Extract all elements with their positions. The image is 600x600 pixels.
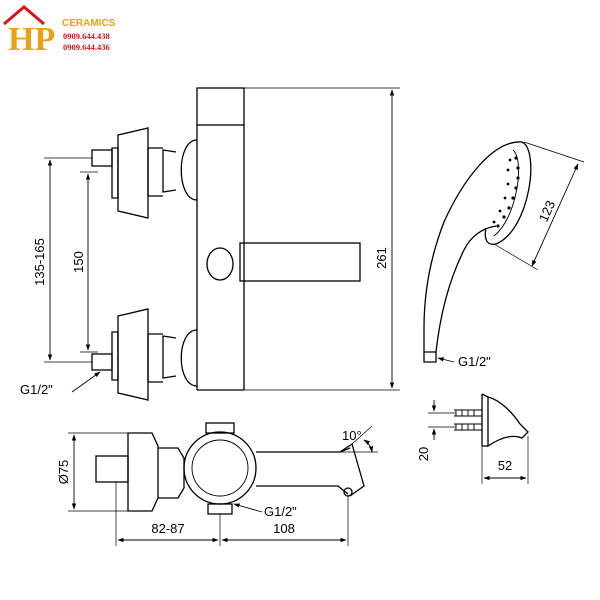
dim-label-261: 261: [374, 247, 389, 269]
dim-holder-depth: 52: [481, 436, 529, 484]
faucet-top-view: [95, 422, 365, 515]
main-column: [196, 125, 245, 391]
logo-phone-1: 0909.644.438: [63, 31, 110, 41]
top-view-outlet: [207, 503, 233, 515]
upper-hex: [147, 147, 163, 197]
dim-label-52: 52: [498, 458, 512, 473]
holder-plate-edges: [481, 393, 489, 447]
thread-left-text: G1/2": [20, 382, 53, 397]
dim-holder-height: 20: [416, 400, 456, 461]
dim-label-123: 123: [536, 198, 559, 224]
dim-bottom-lengths: 82-87 108: [115, 482, 349, 546]
dim-label-20: 20: [416, 447, 431, 461]
lower-flange-rim: [111, 331, 119, 381]
top-view-flange: [127, 432, 159, 512]
dim-label-108: 108: [273, 521, 295, 536]
upper-neck: [180, 139, 198, 201]
logo-brand: CERAMICS: [62, 18, 116, 29]
thread-label-left: G1/2": [20, 371, 101, 397]
thread-shower-text: G1/2": [458, 354, 491, 369]
shower-holder: [454, 393, 529, 448]
thread-label-shower: G1/2": [437, 354, 491, 369]
dim-label-82-87: 82-87: [151, 521, 184, 536]
dim-label-diameter: Ø75: [56, 460, 71, 485]
brand-logo: HP CERAMICS 0909.644.438 0909.644.436: [3, 5, 116, 58]
dim-label-angle: 10°: [342, 428, 362, 443]
shower-thread-end: [423, 352, 437, 363]
diverter-knob: [206, 247, 234, 281]
thread-label-bottom: G1/2": [233, 503, 297, 519]
top-cap: [196, 87, 245, 126]
logo-phone-2: 0909.644.436: [63, 42, 110, 52]
upper-nut: [162, 149, 177, 193]
thread-bottom-text: G1/2": [264, 504, 297, 519]
dim-total-height: 261: [244, 87, 400, 391]
holder-body: [487, 396, 529, 448]
shower-nozzles: [492, 156, 520, 228]
lower-neck: [180, 329, 198, 387]
dim-shower-length: 123: [493, 141, 585, 271]
top-view-spout: [256, 447, 351, 495]
house-roof-icon: [3, 5, 45, 26]
lower-flange: [117, 308, 149, 401]
holder-screws: [454, 409, 482, 431]
hand-shower: [423, 141, 532, 363]
upper-inlet-pipe: [91, 149, 113, 167]
dim-diameter: Ø75: [56, 432, 128, 512]
dim-inlet-spacing: 150: [71, 171, 98, 353]
top-view-spout-tip: [339, 442, 365, 497]
dim-label-135-165: 135-165: [32, 238, 47, 286]
shower-handle: [423, 141, 523, 353]
spout-front: [239, 242, 361, 282]
dim-spout-angle: 10°: [340, 425, 378, 453]
top-view-body-inner: [191, 439, 249, 497]
top-view-body: [183, 431, 257, 505]
top-view-inlet: [95, 455, 129, 483]
upper-flange: [117, 127, 149, 219]
lower-nut: [162, 335, 177, 379]
top-view-knob-top: [205, 422, 235, 434]
dim-inlet-spacing-range: 135-165: [32, 157, 92, 363]
shower-nozzle-rim: [493, 149, 519, 237]
shower-head-face: [484, 141, 532, 245]
faucet-front-view: [91, 87, 361, 401]
top-view-nut: [158, 447, 185, 499]
lower-inlet-pipe: [91, 353, 113, 371]
logo-mark: HP: [8, 21, 55, 58]
dim-label-150: 150: [71, 251, 86, 273]
upper-flange-rim: [111, 147, 119, 199]
lower-hex: [147, 333, 163, 383]
